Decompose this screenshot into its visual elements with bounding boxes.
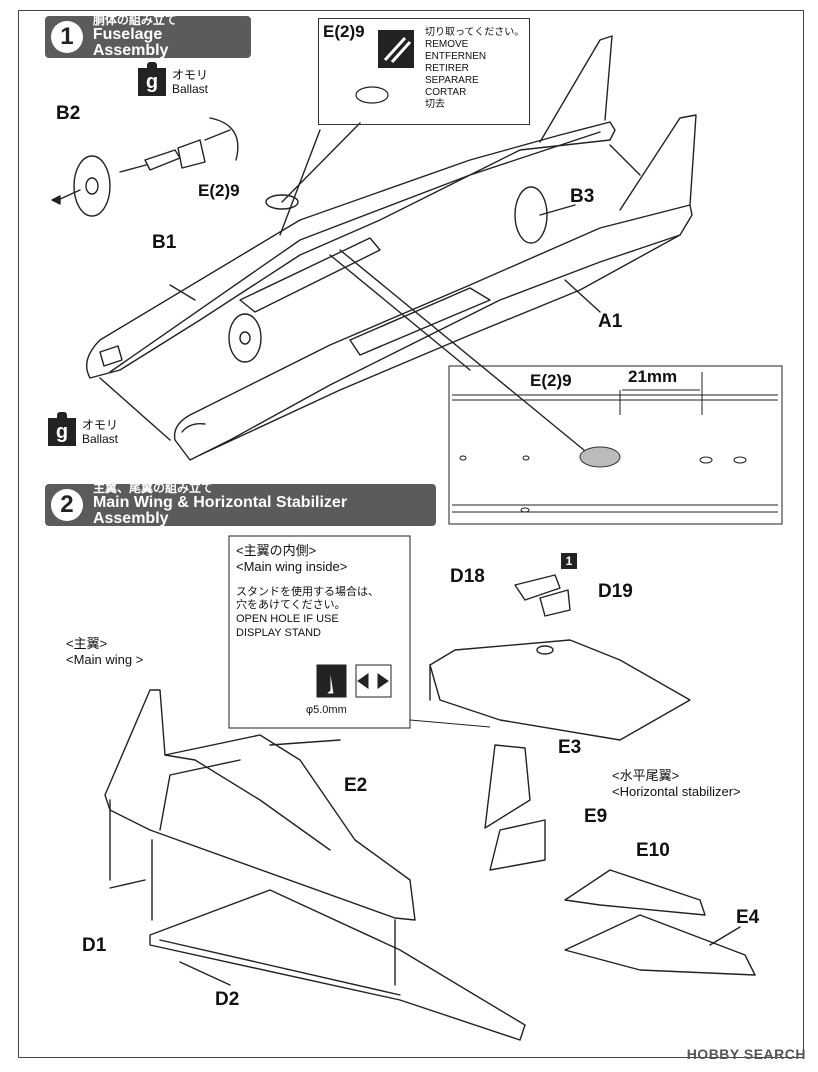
step1-number: 1: [51, 21, 83, 53]
ballast-lower: g オモリ Ballast: [48, 412, 119, 447]
watermark: HOBBY SEARCH: [686, 1046, 806, 1062]
h-stab-title-en: <Horizontal stabilizer>: [612, 784, 741, 800]
stand-note-en2: DISPLAY STAND: [236, 626, 321, 639]
part-label-b3: B3: [570, 186, 595, 207]
main-wing-title-en: <Main wing >: [66, 652, 144, 668]
stand-note-jp2: 穴をあけてください。: [236, 599, 346, 612]
cut-part-label: E(2)9: [323, 22, 365, 41]
stand-note-jp1: スタンドを使用する場合は、: [236, 585, 379, 598]
step2-banner: 2 主翼、尾翼の組み立て Main Wing & Horizontal Stab…: [45, 480, 436, 528]
part-label-b1: B1: [152, 232, 177, 253]
ballast-upper: g オモリ Ballast: [138, 62, 209, 97]
detail-label-e29: E(2)9: [530, 371, 572, 390]
cut-instruction-box: E(2)9 切り取ってください。 REMOVE ENTFERNEN RETIRE…: [318, 18, 530, 125]
part-label-b2: B2: [56, 103, 81, 124]
step2-number: 2: [51, 489, 83, 521]
main-wing-inside-title-en: <Main wing inside>: [236, 559, 348, 575]
step-badge: 1: [561, 553, 577, 569]
part-label-e4: E4: [736, 907, 760, 928]
step1-title-en: Fuselage Assembly: [92, 25, 169, 60]
main-wing-title: <主翼> <Main wing >: [66, 636, 143, 669]
cut-instruction-list: 切り取ってください。 REMOVE ENTFERNEN RETIRER SEPA…: [425, 27, 525, 110]
part-label-e2: E2: [344, 775, 368, 796]
drill-size: φ5.0mm: [306, 704, 347, 716]
ballast-weight-icon: g: [138, 62, 166, 97]
part-label-d2: D2: [215, 989, 240, 1010]
ballast-en: Ballast: [172, 82, 209, 97]
h-stab-title: <水平尾翼> <Horizontal stabilizer>: [612, 768, 741, 801]
part-label-e10: E10: [636, 840, 670, 861]
part-label-d1: D1: [82, 935, 107, 956]
dimension-21mm: 21mm: [628, 367, 678, 386]
part-label-d18: D18: [450, 566, 485, 587]
main-wing-title-jp: <主翼>: [66, 636, 108, 651]
part-label-a1: A1: [598, 311, 623, 332]
step1-banner: 1 胴体の組み立て Fuselage Assembly: [45, 12, 251, 60]
page-border: [18, 10, 804, 1058]
ballast-jp: オモリ: [172, 68, 209, 82]
ballast-en: Ballast: [82, 432, 119, 447]
ballast-weight-icon: g: [48, 412, 76, 447]
step2-title-jp: 主翼、尾翼の組み立て: [92, 480, 213, 495]
ballast-jp: オモリ: [82, 418, 119, 432]
part-label-e29: E(2)9: [198, 181, 240, 200]
stand-note-en1: OPEN HOLE IF USE: [236, 613, 339, 625]
h-stab-title-jp: <水平尾翼>: [612, 768, 680, 783]
part-label-e3: E3: [558, 737, 582, 758]
part-label-d19: D19: [598, 581, 633, 602]
part-label-e9: E9: [584, 806, 608, 827]
step1-title-jp: 胴体の組み立て: [92, 12, 177, 27]
main-wing-inside-title-jp: <主翼の内側>: [236, 543, 317, 558]
main-wing-inside-box: <主翼の内側> <Main wing inside> スタンドを使用する場合は、…: [236, 543, 379, 641]
step2-title-en: Main Wing & Horizontal Stabilizer Assemb…: [92, 493, 348, 528]
